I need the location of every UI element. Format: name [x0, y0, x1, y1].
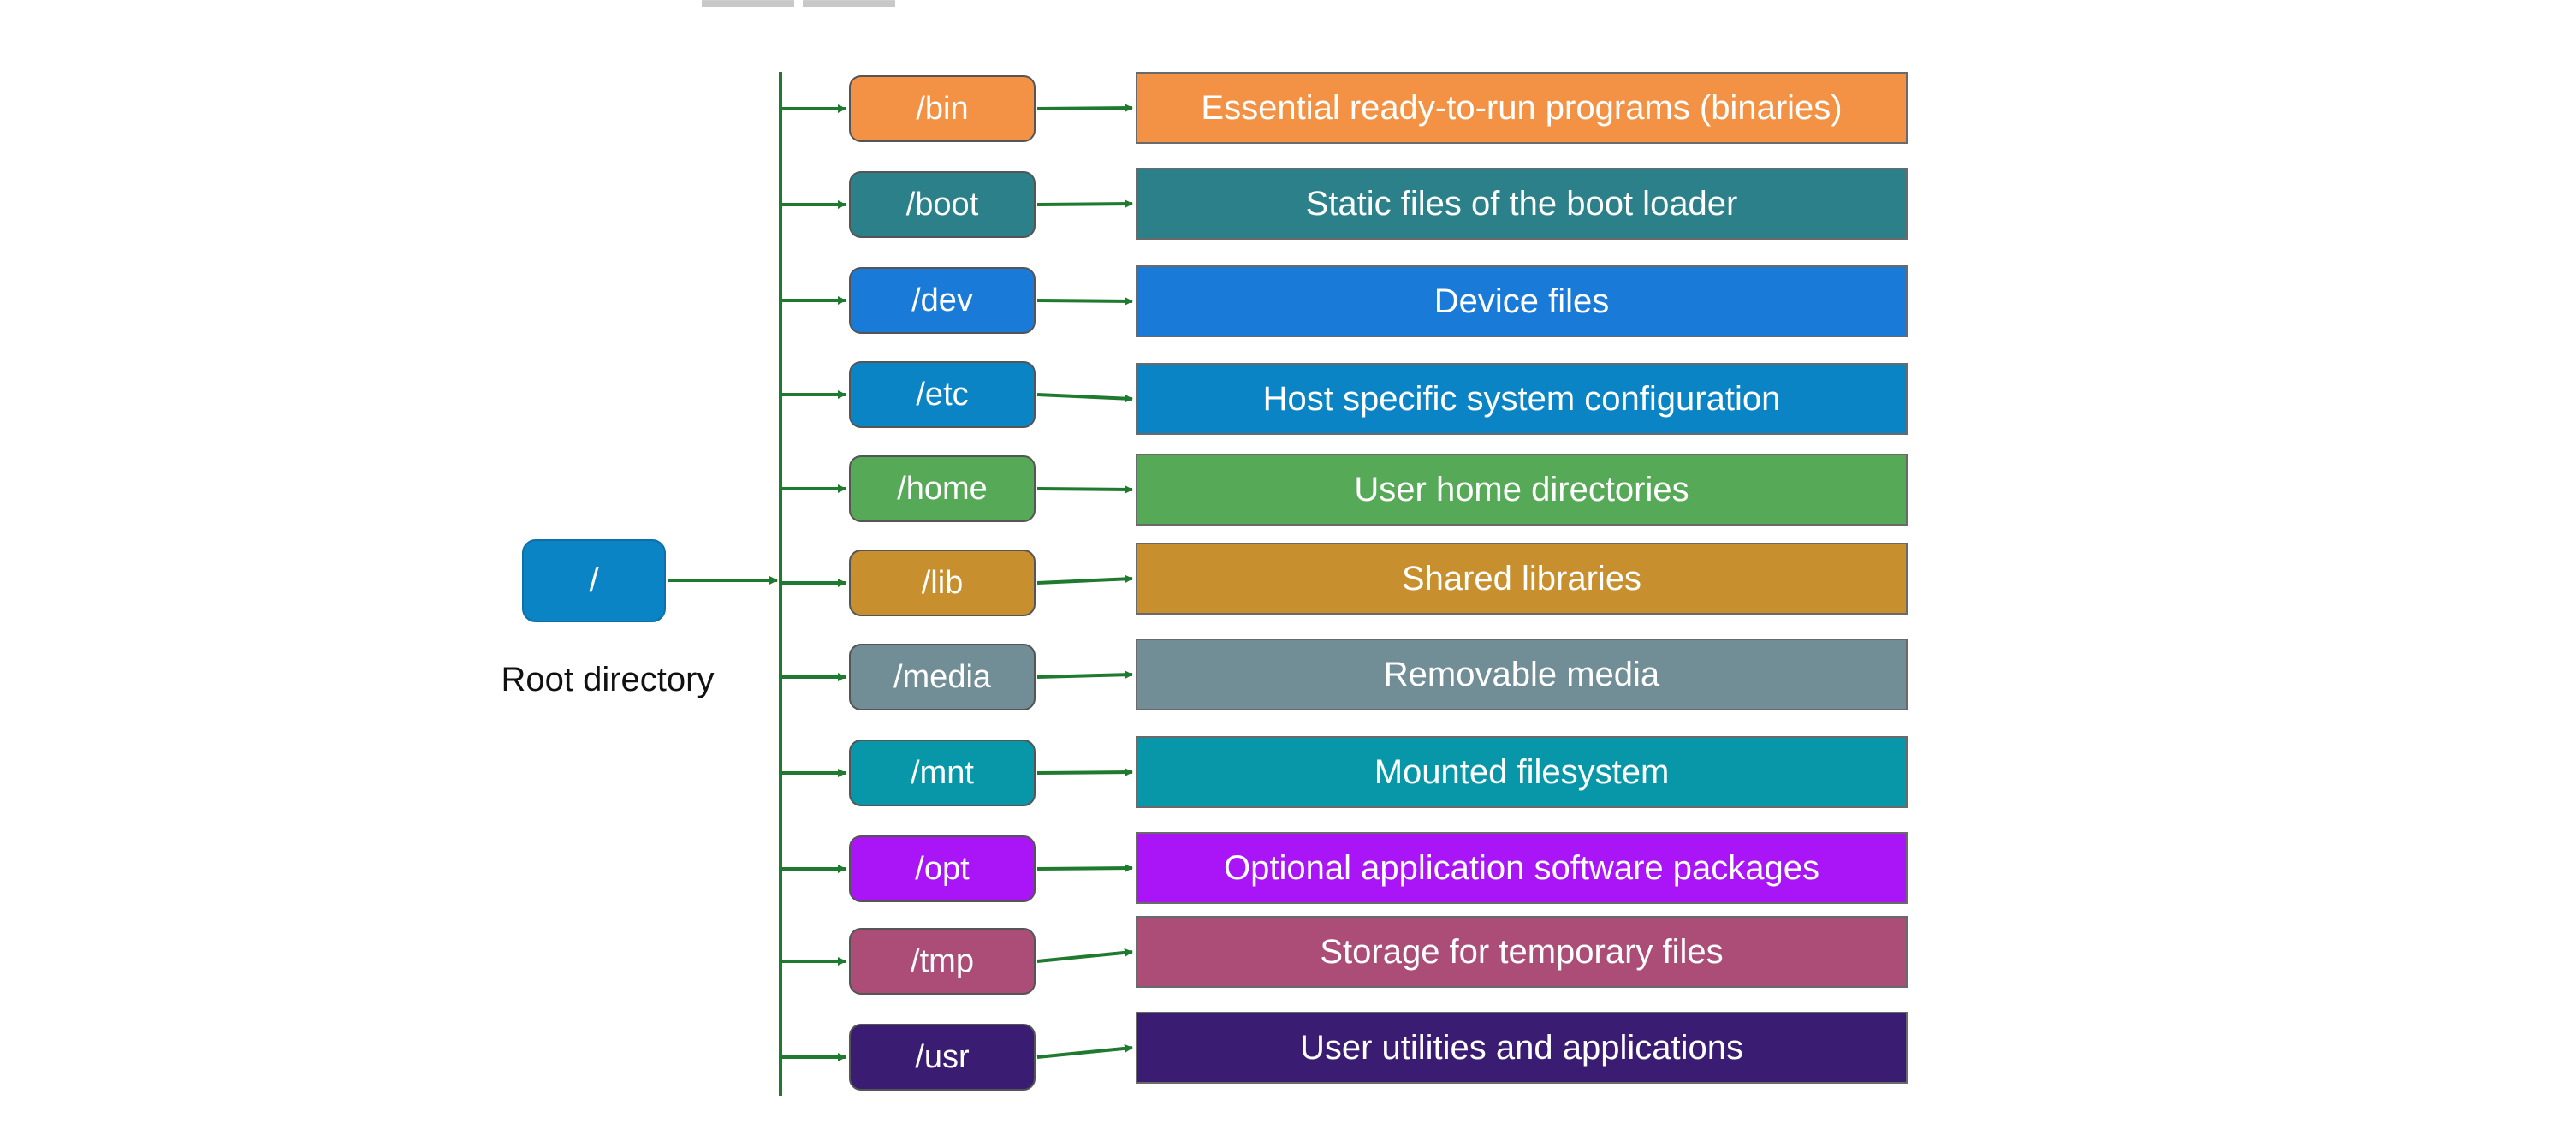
dir-box-tmp: /tmp [849, 928, 1036, 995]
dir-label-opt: /opt [915, 850, 970, 887]
dir-box-dev: /dev [849, 267, 1036, 334]
dir-label-home: /home [897, 470, 988, 507]
arrow-lib-to-description [1036, 574, 1133, 585]
root-directory-caption: Root directory [501, 661, 715, 698]
dir-box-media: /media [849, 644, 1036, 710]
root-label: / [589, 562, 599, 599]
desc-box-mnt: Mounted filesystem [1136, 736, 1908, 808]
dir-box-lib: /lib [849, 550, 1036, 616]
dir-box-mnt: /mnt [849, 740, 1036, 806]
dir-label-bin: /bin [916, 90, 969, 127]
dir-box-opt: /opt [849, 835, 1036, 902]
desc-box-tmp: Storage for temporary files [1136, 916, 1908, 988]
desc-box-home: User home directories [1136, 454, 1908, 526]
arrow-dev-to-description [1036, 296, 1133, 306]
dir-label-mnt: /mnt [911, 754, 974, 791]
dir-label-boot: /boot [905, 186, 979, 223]
desc-box-dev: Device files [1136, 265, 1908, 337]
dir-label-lib: /lib [921, 564, 964, 601]
root-directory-box: / [522, 539, 666, 622]
branch-arrows [782, 104, 1133, 1061]
desc-box-bin: Essential ready-to-run programs (binarie… [1136, 72, 1908, 144]
arrow-opt-to-description [1036, 864, 1133, 873]
desc-label-dev: Device files [1433, 282, 1610, 320]
desc-label-bin: Essential ready-to-run programs (binarie… [1201, 88, 1843, 127]
desc-label-opt: Optional application software packages [1224, 848, 1819, 887]
desc-box-boot: Static files of the boot loader [1136, 168, 1908, 240]
dir-box-etc: /etc [849, 361, 1036, 428]
desc-label-lib: Shared libraries [1401, 559, 1642, 597]
dir-label-tmp: /tmp [911, 942, 974, 979]
dir-box-boot: /boot [849, 171, 1036, 238]
dir-box-home: /home [849, 455, 1036, 522]
arrow-media-to-description [1036, 670, 1133, 680]
dir-label-usr: /usr [915, 1038, 970, 1075]
dir-box-usr: /usr [849, 1024, 1036, 1091]
arrow-boot-to-description [1036, 199, 1133, 209]
dir-label-media: /media [893, 658, 992, 695]
desc-box-etc: Host specific system configuration [1136, 363, 1908, 435]
dir-label-etc: /etc [916, 376, 969, 413]
faded-top-text: ▬▬▬ ▬▬▬ [702, 0, 907, 7]
desc-label-media: Removable media [1383, 655, 1660, 693]
desc-label-home: User home directories [1354, 470, 1689, 508]
arrow-etc-to-description [1036, 393, 1133, 403]
arrow-usr-to-description [1036, 1043, 1133, 1059]
desc-box-media: Removable media [1136, 639, 1908, 710]
desc-label-tmp: Storage for temporary files [1320, 932, 1724, 971]
arrow-home-to-description [1036, 484, 1133, 494]
desc-label-boot: Static files of the boot loader [1305, 184, 1738, 223]
desc-label-usr: User utilities and applications [1299, 1028, 1744, 1067]
desc-box-usr: User utilities and applications [1136, 1012, 1908, 1084]
desc-label-etc: Host specific system configuration [1262, 379, 1781, 418]
desc-box-opt: Optional application software packages [1136, 832, 1908, 904]
arrow-mnt-to-description [1036, 768, 1133, 777]
desc-label-mnt: Mounted filesystem [1374, 752, 1670, 791]
dir-label-dev: /dev [911, 282, 973, 318]
arrow-tmp-to-description [1036, 948, 1133, 963]
desc-box-lib: Shared libraries [1136, 543, 1908, 615]
dir-box-bin: /bin [849, 75, 1036, 142]
arrow-bin-to-description [1036, 104, 1133, 113]
